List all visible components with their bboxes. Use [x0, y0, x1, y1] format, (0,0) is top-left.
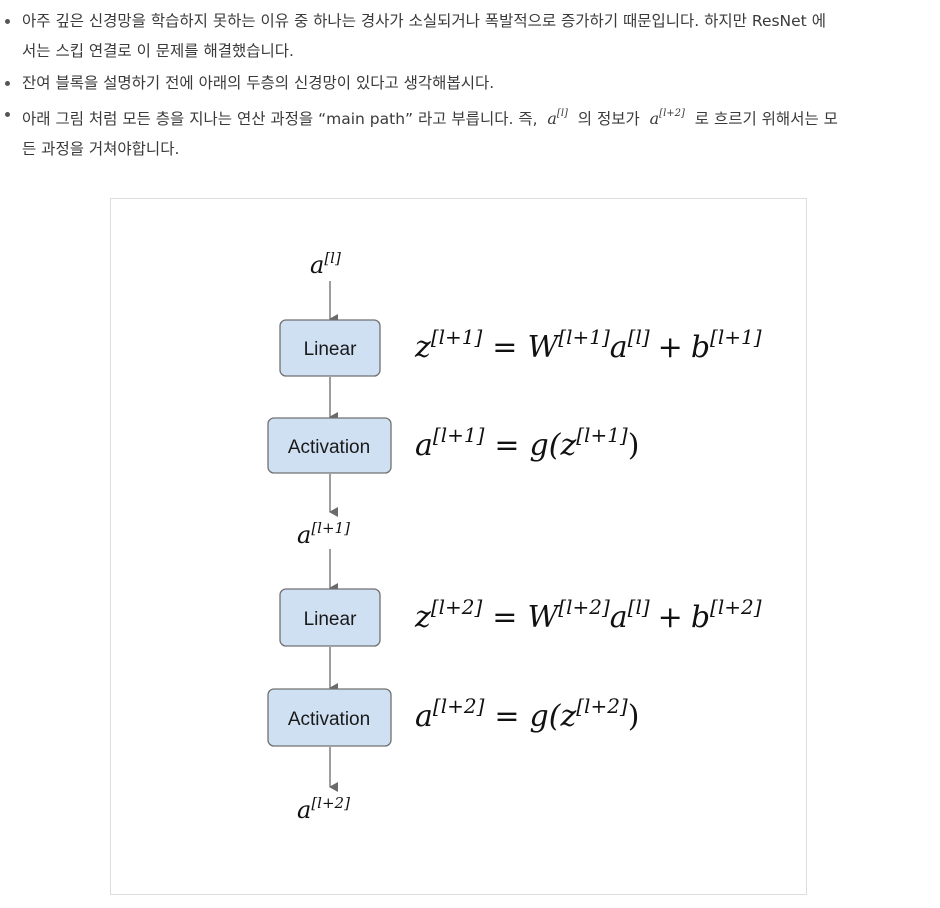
math-base: a — [649, 109, 660, 128]
math-base: a — [547, 109, 557, 128]
bullet-text: 아주 깊은 신경망을 학습하지 못하는 이유 중 하나는 경사가 소실되거나 폭… — [22, 12, 826, 30]
equation-linear-2: z[l+2]=W[l+2]a[l]+b[l+2] — [414, 595, 762, 635]
activation-layer-2: Activation — [267, 688, 392, 747]
activation-layer-1: Activation — [267, 417, 392, 474]
output-activation-label: a[l+2] — [297, 794, 350, 824]
bullet-text: 로 흐르기 위해서는 모 — [694, 110, 838, 128]
bullet-text: 의 정보가 — [577, 110, 640, 128]
bullet-text: 아래 그림 처럼 모든 층을 지나는 연산 과정을 “main path” 라고… — [22, 110, 538, 128]
math-sup: [l] — [556, 108, 568, 119]
equation-linear-1: z[l+1]=W[l+1]a[l]+b[l+1] — [414, 325, 762, 365]
activation-layer-1-label: Activation — [288, 437, 370, 458]
linear-layer-1-label: Linear — [304, 339, 357, 360]
bullet-item-main-path: 아래 그림 처럼 모든 층을 지나는 연산 과정을 “main path” 라고… — [0, 99, 838, 164]
bullet-dot — [5, 81, 10, 86]
activation-layer-2-label: Activation — [288, 709, 370, 730]
input-activation-label: a[l] — [310, 249, 341, 279]
bullet-item-two-layer: 잔여 블록을 설명하기 전에 아래의 두층의 신경망이 있다고 생각해봅시다. — [0, 68, 494, 98]
bullet-text: 든 과정을 거쳐야합니다. — [22, 140, 180, 158]
math-a-l: a[l] — [547, 108, 568, 128]
mid-activation-label: a[l+1] — [297, 519, 350, 549]
equation-activation-2: a[l+2]=g(z[l+2]) — [415, 694, 639, 734]
linear-layer-2: Linear — [279, 588, 381, 647]
main-path-diagram: a[l] Linear z[l+1]=W[l+1]a[l]+b[l+1] Act… — [110, 198, 807, 895]
diagram-svg: a[l] Linear z[l+1]=W[l+1]a[l]+b[l+1] Act… — [267, 249, 762, 824]
equation-activation-1: a[l+1]=g(z[l+1]) — [415, 423, 639, 463]
bullet-text: 서는 스킵 연결로 이 문제를 해결했습니다. — [22, 42, 294, 60]
bullet-text-line: 아래 그림 처럼 모든 층을 지나는 연산 과정을 “main path” 라고… — [22, 99, 838, 134]
bullet-dot — [5, 19, 10, 24]
bullet-text: 잔여 블록을 설명하기 전에 아래의 두층의 신경망이 있다고 생각해봅시다. — [22, 74, 495, 92]
linear-layer-2-label: Linear — [304, 609, 357, 630]
bullet-item-vanishing-gradient: 아주 깊은 신경망을 학습하지 못하는 이유 중 하나는 경사가 소실되거나 폭… — [0, 6, 826, 66]
bullet-dot — [5, 112, 10, 117]
math-a-l2: a[l+2] — [649, 108, 685, 128]
math-sup: [l+2] — [659, 108, 685, 119]
linear-layer-1: Linear — [279, 319, 381, 377]
